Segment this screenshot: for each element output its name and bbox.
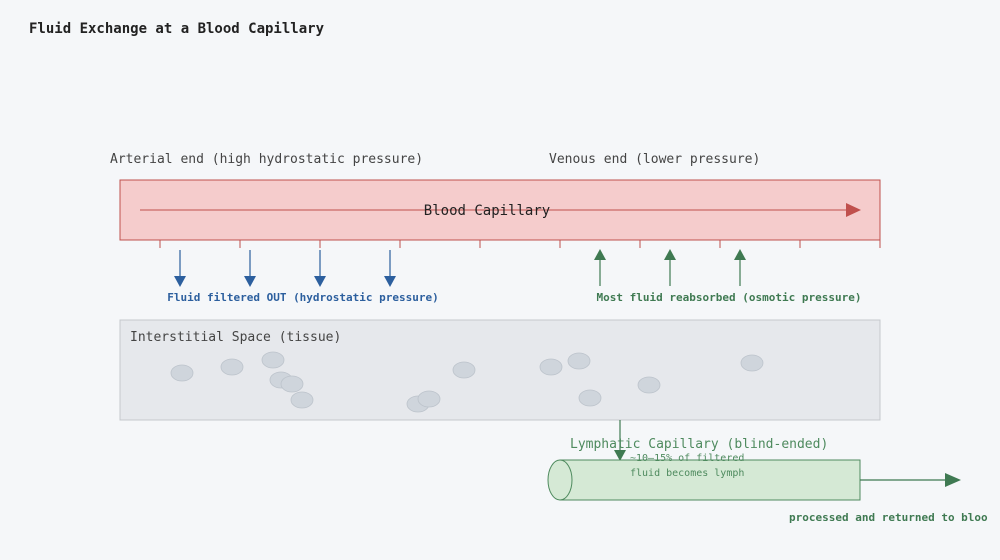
diagram-title: Fluid Exchange at a Blood Capillary [29, 21, 325, 37]
arterial-end-label: Arterial end (high hydrostatic pressure) [110, 152, 423, 167]
filter-arrow-head [174, 276, 186, 287]
interstitial-label: Interstitial Space (tissue) [130, 330, 341, 345]
capillary-label: Blood Capillary [424, 203, 550, 219]
tissue-cells [170, 351, 764, 413]
return-flow-arrowhead [945, 473, 961, 487]
filtered-out-label: Fluid filtered OUT (hydrostatic pressure… [167, 291, 439, 304]
capillary-ticks [159, 240, 881, 248]
reabsorption-arrows [594, 249, 746, 286]
venous-end-label: Venous end (lower pressure) [549, 152, 760, 167]
tissue-cell [261, 351, 285, 369]
drainage-arrowhead [614, 450, 626, 461]
tissue-cell [637, 376, 661, 394]
tissue-cell [452, 361, 476, 379]
reabsorb-arrow-head [664, 249, 676, 260]
reabsorb-arrow-head [734, 249, 746, 260]
filter-arrow-head [384, 276, 396, 287]
filter-arrow-head [244, 276, 256, 287]
filter-arrow-head [314, 276, 326, 287]
lymph-note-line-1: ~10–15% of filtered [630, 453, 744, 464]
lymphatic-blind-end [547, 459, 573, 501]
lymphatic-label: Lymphatic Capillary (blind-ended) [570, 437, 828, 452]
tissue-cell [567, 352, 591, 370]
returned-label: processed and returned to bloo [789, 511, 988, 524]
blood-flow-arrowhead [846, 203, 861, 217]
tissue-cell [170, 364, 194, 382]
tissue-cell [290, 391, 314, 409]
lymphatic-capillary [559, 459, 861, 501]
tissue-cell [578, 389, 602, 407]
lymph-note-line-2: fluid becomes lymph [630, 468, 744, 479]
tissue-cell [417, 390, 441, 408]
tissue-cell [280, 375, 304, 393]
filtration-arrows [174, 250, 396, 287]
reabsorb-arrow-head [594, 249, 606, 260]
reabsorbed-label: Most fluid reabsorbed (osmotic pressure) [597, 291, 862, 304]
tissue-cell [539, 358, 563, 376]
tissue-cell [740, 354, 764, 372]
tissue-cell [220, 358, 244, 376]
